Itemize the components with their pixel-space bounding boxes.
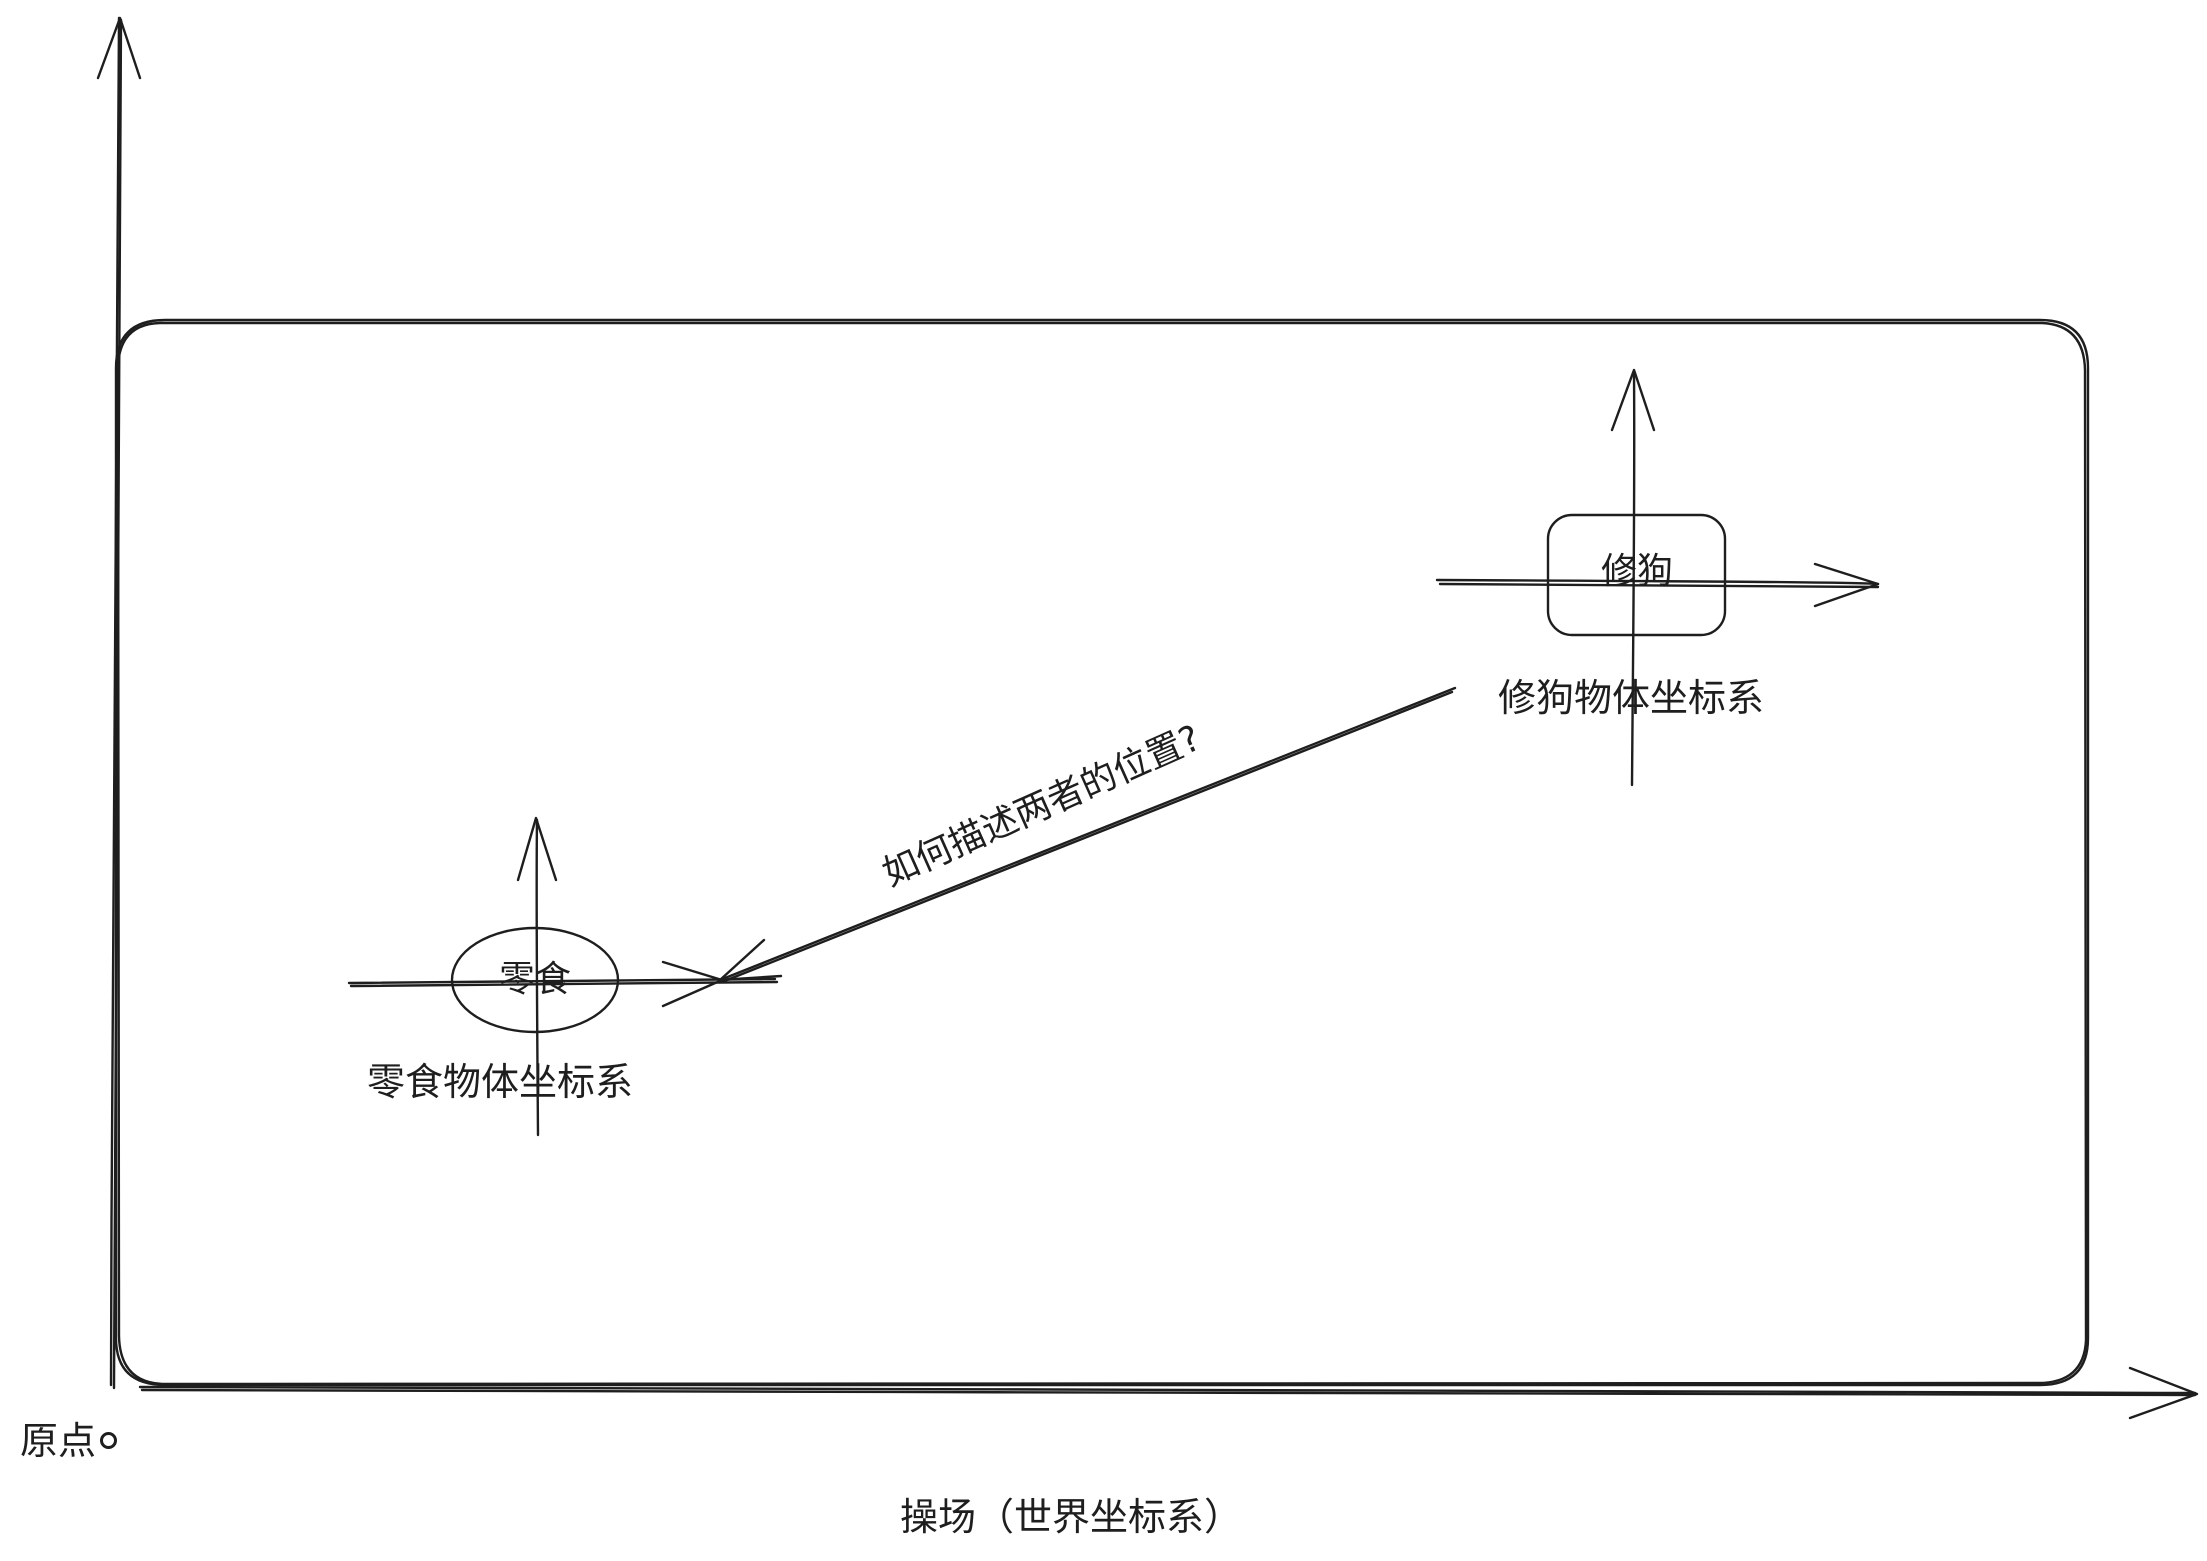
world-caption: 操场（世界坐标系） bbox=[900, 1495, 1243, 1539]
origin-label: 原点 bbox=[20, 1419, 97, 1463]
snack-frame-label: 零食物体坐标系 bbox=[367, 1060, 634, 1104]
dog-frame bbox=[1435, 368, 1880, 787]
world-x-axis bbox=[138, 1366, 2199, 1420]
snack-label: 零食 bbox=[498, 959, 572, 1000]
playground-boundary bbox=[114, 318, 2090, 1387]
origin: 原点 bbox=[20, 1419, 118, 1463]
dog-frame-label: 修狗物体坐标系 bbox=[1498, 676, 1765, 720]
question-arrow bbox=[718, 686, 1457, 984]
origin-marker bbox=[100, 1432, 118, 1449]
dog-label: 修狗 bbox=[1600, 551, 1674, 592]
